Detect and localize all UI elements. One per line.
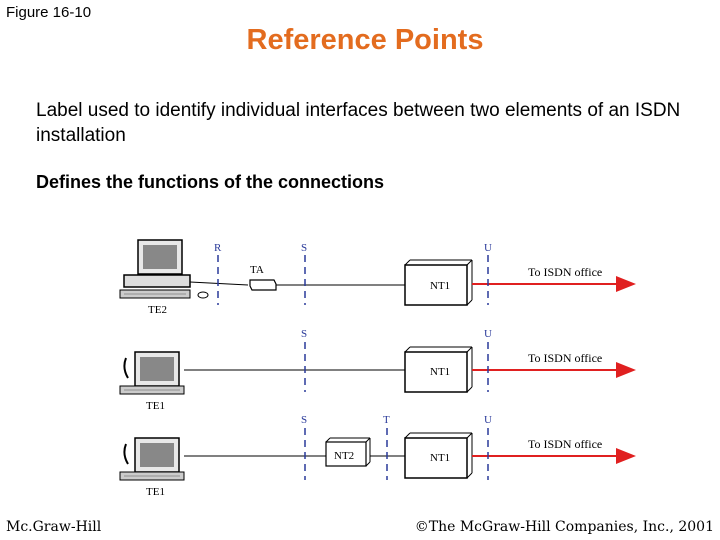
nt1-box [404,259,473,306]
copyright-footer: ©The McGraw-Hill Companies, Inc., 2001 [414,519,714,535]
nt1-box [404,432,473,479]
isdn-office-label: To ISDN office [528,265,602,279]
nt1-box [404,346,473,393]
te1-label: TE1 [146,486,165,498]
computer-icon [119,239,209,299]
nt2-box [325,437,371,467]
diagram-row-2: TE1 NT1 To ISDN office S U [119,328,636,412]
ref-point-label: S [301,414,307,426]
te2-label: TE2 [148,304,167,316]
ref-point-label: S [301,328,307,340]
nt1-label: NT1 [430,366,450,378]
nt1-label: NT1 [430,280,450,292]
slide-title: Reference Points [246,24,484,56]
diagram-row-3: TE1 NT2 NT1 To ISDN office S T U [119,414,636,498]
figure-label: Figure 16-10 [6,4,92,21]
publisher-footer: Mc.Graw-Hill [6,519,102,535]
ref-point-label: U [484,414,492,426]
nt2-label: NT2 [334,450,354,462]
functions-text: Defines the functions of the connections [36,172,385,192]
ref-point-label: U [484,328,492,340]
ref-point-label: R [214,242,222,254]
ta-label: TA [250,264,264,276]
ref-point-label: U [484,242,492,254]
description-text: Label used to identify individual interf… [36,100,681,146]
terminal-icon [119,351,185,395]
ta-box [249,279,277,291]
nt1-label: NT1 [430,452,450,464]
te1-label: TE1 [146,400,165,412]
terminal-icon [119,437,185,481]
ref-point-label: T [383,414,390,426]
ref-point-label: S [301,242,307,254]
diagram-row-1: TE2 TA NT1 To ISDN office R S U [119,239,636,316]
isdn-office-label: To ISDN office [528,351,602,365]
isdn-office-label: To ISDN office [528,437,602,451]
